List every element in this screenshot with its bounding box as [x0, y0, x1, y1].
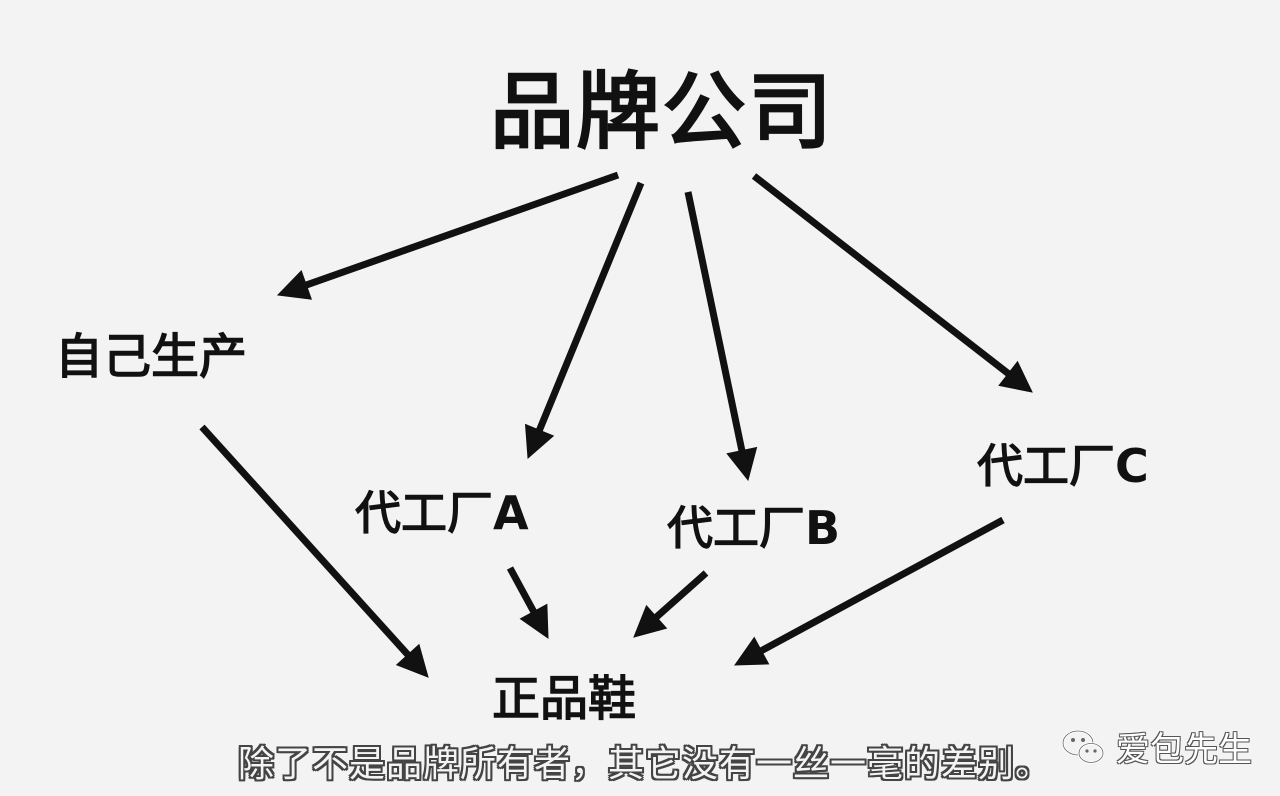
video-subtitle: 除了不是品牌所有者，其它没有一丝一毫的差别。	[238, 744, 1053, 785]
arrow-oem-c-to-genuine-shoes	[734, 516, 1005, 666]
arrow-oem-b-to-genuine-shoes	[633, 570, 709, 638]
node-oem-a: 代工厂A	[355, 486, 529, 540]
arrow-brand-to-oem-a	[524, 181, 645, 460]
arrow-brand-to-oem-c	[751, 173, 1033, 393]
node-self-production: 自己生产	[55, 329, 248, 385]
arrow-brand-to-oem-b	[684, 191, 758, 482]
node-genuine-shoes: 正品鞋	[492, 671, 637, 727]
arrow-brand-to-self-production	[276, 171, 620, 300]
node-oem-c: 代工厂C	[977, 439, 1149, 493]
arrow-oem-a-to-genuine-shoes	[506, 566, 549, 639]
node-brand-company: 品牌公司	[490, 63, 835, 161]
wechat-icon	[1061, 729, 1105, 764]
arrow-self-production-to-genuine-shoes	[199, 424, 429, 678]
watermark: 爱包先生	[1060, 722, 1252, 771]
watermark-text: 爱包先生	[1116, 730, 1252, 770]
node-oem-b: 代工厂B	[667, 501, 841, 555]
